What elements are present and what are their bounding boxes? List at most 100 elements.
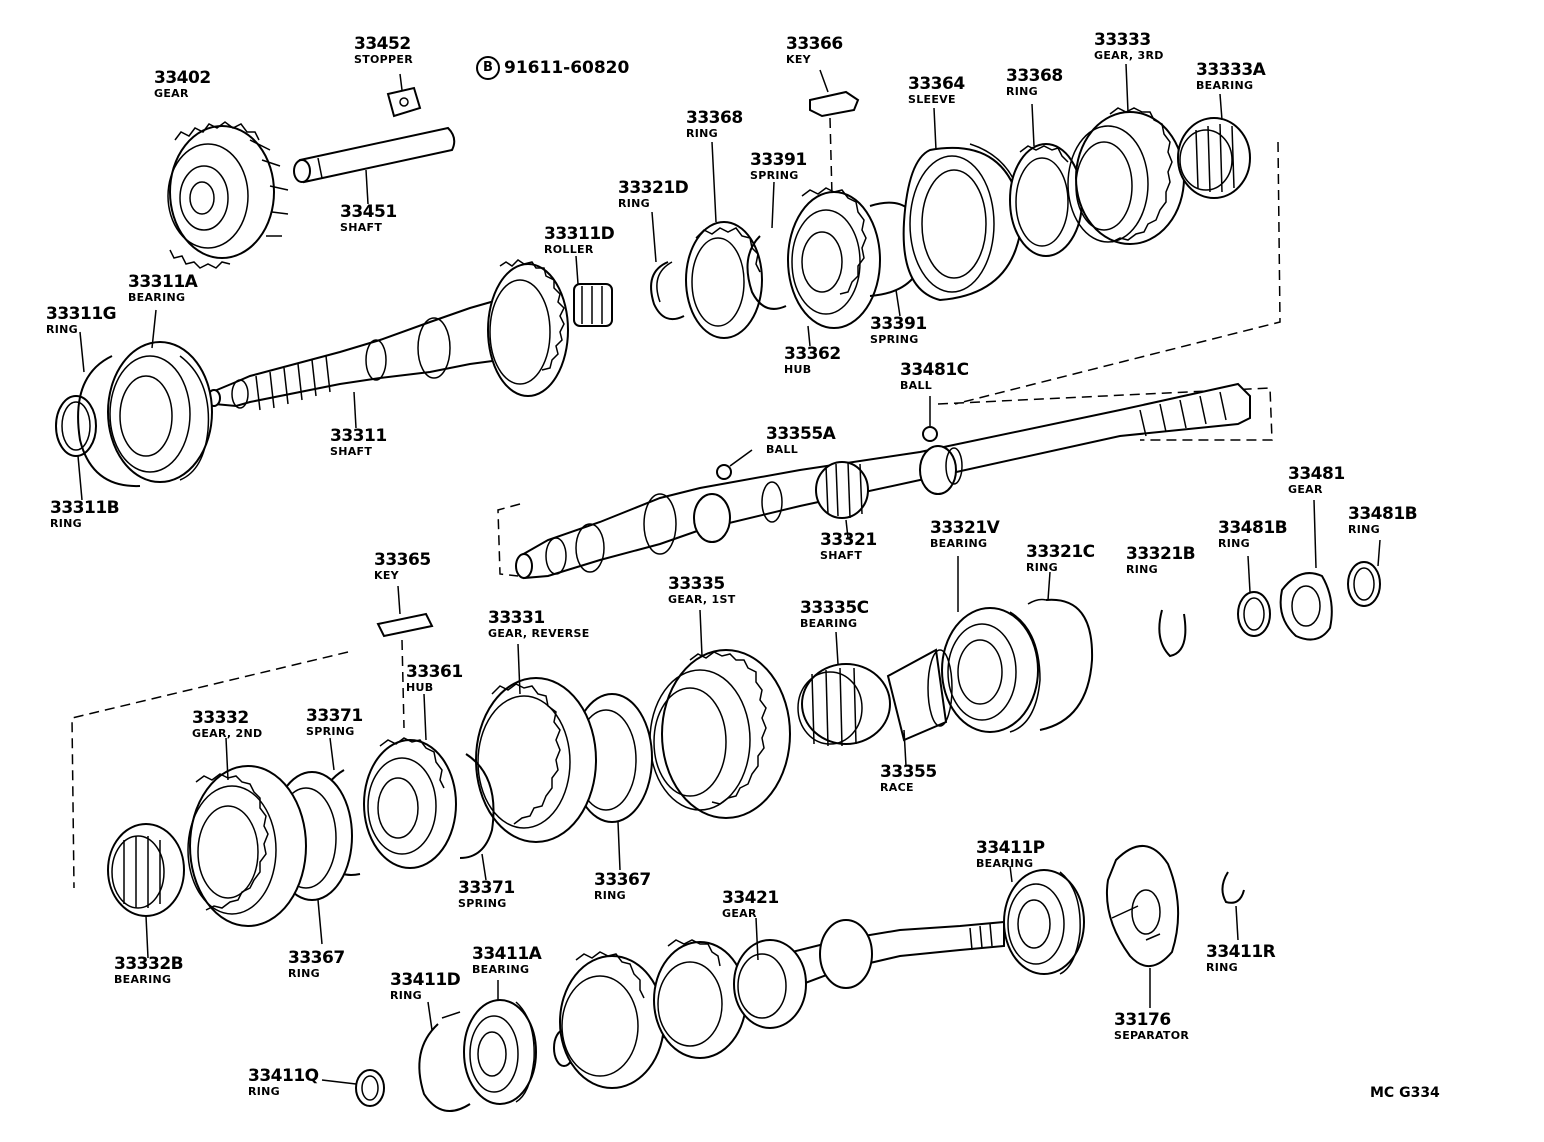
part-name: KEY (786, 53, 811, 66)
part-number: 33481 (1288, 464, 1345, 484)
part-label-33481B-left: 33481B RING (1218, 520, 1288, 550)
roller-33311D (573, 255, 613, 327)
output-shaft-33321 (515, 382, 1251, 580)
bearing-33311A (107, 309, 213, 483)
ball-33355A (716, 449, 753, 480)
part-number: 33361 (406, 662, 463, 682)
part-label-33333A: 33333A BEARING (1196, 60, 1266, 92)
ring-33481B-left (1237, 555, 1271, 637)
gear-33335-1st (649, 609, 791, 819)
part-label-33481: 33481 GEAR (1288, 464, 1345, 496)
part-number: 33333A (1196, 60, 1266, 80)
part-label-33411P: 33411P BEARING (976, 838, 1045, 870)
part-label-33452: 33452 STOPPER (354, 34, 413, 66)
ring-33321D (650, 211, 685, 320)
spring-33371-lower (459, 753, 495, 881)
part-number: 33321C (1026, 542, 1095, 562)
part-name: SLEEVE (908, 93, 956, 106)
part-name: SPRING (870, 333, 919, 346)
part-name: SPRING (458, 897, 507, 910)
part-number: 33411D (390, 970, 461, 990)
part-name: GEAR (722, 907, 757, 920)
part-label-33311A: 33311A BEARING (128, 274, 198, 304)
part-name: GEAR, REVERSE (488, 627, 590, 640)
part-number: 33176 (1114, 1010, 1171, 1030)
part-name: BALL (900, 379, 933, 392)
part-number: 33451 (340, 202, 397, 222)
part-name: RING (1218, 537, 1250, 550)
part-label-33411Q: 33411Q RING (248, 1068, 319, 1098)
part-name: RING (594, 889, 626, 902)
gear-33331-reverse (475, 643, 597, 843)
part-label-33335: 33335 GEAR, 1ST (668, 576, 736, 606)
part-label-33371-upper: 33371 SPRING (306, 706, 363, 738)
part-label-33311: 33311 SHAFT (330, 426, 387, 458)
part-label-33333: 33333 GEAR, 3RD (1094, 32, 1164, 62)
part-label-33321D: 33321D RING (618, 178, 689, 210)
part-name: BEARING (930, 537, 988, 550)
part-name: RING (46, 323, 78, 336)
part-number: 33321D (618, 178, 689, 198)
bearing-33335C (797, 631, 891, 747)
part-label-33411R: 33411R RING (1206, 944, 1276, 974)
part-number: 33421 (722, 888, 779, 908)
part-name: BALL (766, 443, 799, 456)
part-number: 33391 (750, 150, 807, 170)
part-label-33332B: 33332B BEARING (114, 954, 184, 986)
part-name: RING (390, 989, 422, 1002)
part-label-33362: 33362 HUB (784, 346, 841, 376)
part-label-33321V: 33321V BEARING (930, 518, 1000, 550)
part-label-33391-lower: 33391 SPRING (870, 316, 927, 346)
ring-33321B (1158, 609, 1187, 658)
part-number: 33311G (46, 304, 117, 324)
part-label-33411D: 33411D RING (390, 970, 461, 1002)
key-33365 (376, 585, 434, 729)
part-name: BEARING (1196, 79, 1254, 92)
part-number: 33355A (766, 424, 836, 444)
part-number: 33331 (488, 608, 545, 628)
part-name: GEAR, 2ND (192, 727, 263, 740)
part-number: 33311 (330, 426, 387, 446)
part-number: 33335C (800, 598, 869, 618)
race-33355 (886, 648, 953, 767)
part-label-33365: 33365 KEY (374, 550, 431, 582)
figure-code: MC G334 (1370, 1085, 1440, 1101)
output-shaft-boundary-left (497, 503, 521, 577)
bearing-33411A (463, 980, 537, 1105)
part-number: 33481B (1348, 504, 1418, 524)
part-number: 33332B (114, 954, 184, 974)
part-name: SPRING (750, 169, 799, 182)
part-label-33364: 33364 SLEEVE (908, 76, 965, 106)
part-name: BEARING (472, 963, 530, 976)
part-number: 33321V (930, 518, 1000, 538)
part-number: 33371 (458, 878, 515, 898)
part-name: RING (1006, 85, 1038, 98)
part-number: 33365 (374, 550, 431, 570)
part-name: STOPPER (354, 53, 413, 66)
input-shaft-33311 (207, 259, 569, 429)
ring-33368-upper (685, 141, 763, 339)
part-name: RING (1206, 961, 1238, 974)
part-label-33331: 33331 GEAR, REVERSE (488, 608, 590, 640)
gear-33333-3rd (1067, 63, 1185, 245)
ball-33481C (922, 396, 938, 442)
part-name: GEAR, 1ST (668, 593, 736, 606)
part-number: 33371 (306, 706, 363, 726)
upper-group-boundary (954, 141, 1281, 405)
counter-gear-33421 (553, 917, 1005, 1089)
bearing-33332B (107, 823, 185, 959)
ring-33368-right (1009, 103, 1083, 257)
part-label-33451: 33451 SHAFT (340, 202, 397, 234)
part-label-33311D: 33311D ROLLER (544, 226, 615, 256)
part-label-33321: 33321 SHAFT (820, 532, 877, 562)
part-name: HUB (784, 363, 812, 376)
part-number: 33452 (354, 34, 411, 54)
part-number: 33411P (976, 838, 1045, 858)
ring-33311B (55, 395, 97, 501)
part-label-33332: 33332 GEAR, 2ND (192, 710, 263, 740)
part-number: 33321B (1126, 544, 1196, 564)
part-name: RING (288, 967, 320, 980)
part-name: BEARING (976, 857, 1034, 870)
ring-33481B-right (1347, 539, 1381, 607)
